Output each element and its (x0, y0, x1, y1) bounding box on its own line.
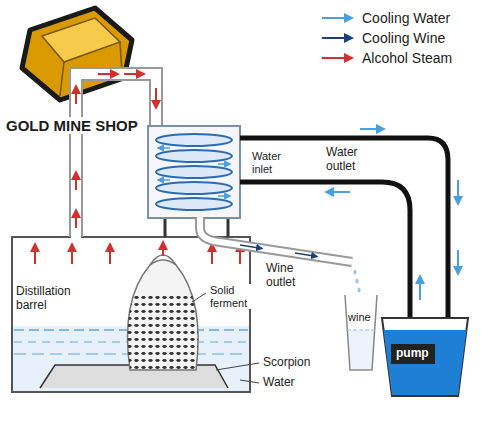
part-label: Water inlet (252, 150, 292, 175)
part-label: Solid ferment (208, 284, 262, 309)
water-bucket (382, 318, 468, 396)
part-label: Wine outlet (266, 262, 310, 290)
legend-row: Cooling Wine (320, 28, 452, 48)
part-label: wine (348, 311, 376, 324)
wine-glass (345, 295, 377, 370)
pump-label: pump (396, 347, 429, 361)
wine-pipe (200, 217, 361, 293)
legend-text: Cooling Wine (362, 30, 445, 46)
part-label: Distillation barrel (16, 285, 92, 313)
legend-row: Alcohol Steam (320, 48, 452, 68)
water-tubes (240, 129, 458, 345)
legend: Cooling WaterCooling WineAlcohol Steam (320, 8, 452, 68)
part-label: Water outlet (326, 146, 370, 174)
legend-arrow (320, 31, 356, 45)
pump-body (391, 344, 435, 364)
legend-row: Cooling Water (320, 8, 452, 28)
legend-arrow (320, 51, 356, 65)
part-label: Scorpion (263, 356, 310, 370)
legend-arrow (320, 11, 356, 25)
legend-text: Alcohol Steam (362, 50, 452, 66)
steam-pipe (76, 74, 156, 238)
watermark: GOLD MINE SHOP (4, 117, 140, 134)
legend-text: Cooling Water (362, 10, 450, 26)
condenser (148, 126, 240, 237)
part-label: Water (263, 376, 295, 390)
distillation-barrel (12, 237, 250, 392)
